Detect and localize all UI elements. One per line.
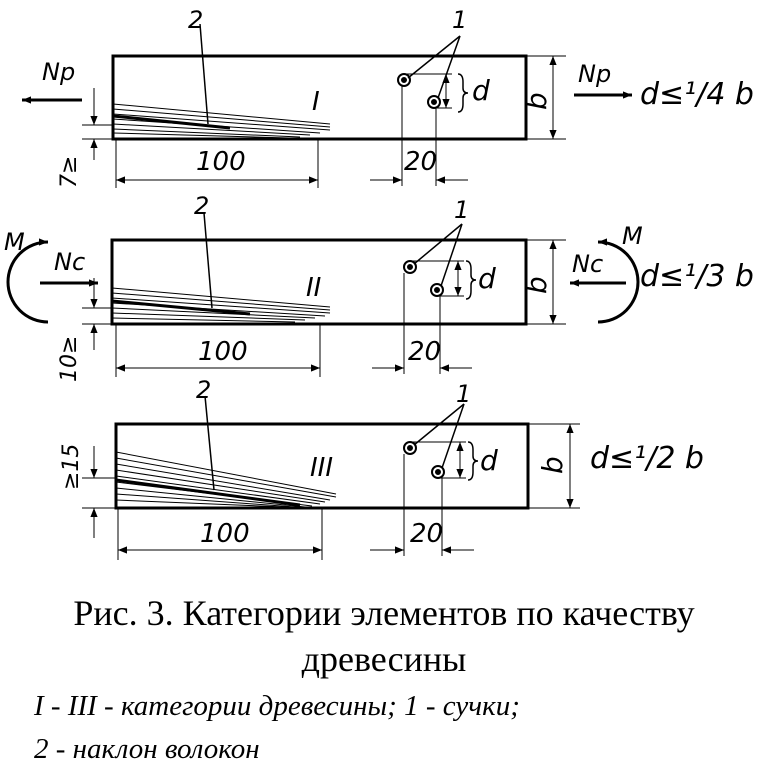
grain-offset-label: 7≥ xyxy=(57,156,82,188)
knot-limit-condition: d≤¹/2 b xyxy=(590,441,704,476)
knot-label: 1 xyxy=(452,6,467,34)
length-dimension-label: 100 xyxy=(196,147,246,177)
force-right-label: Nc xyxy=(572,250,603,278)
moment-left-label: M xyxy=(4,228,25,256)
grain-slope-label: 2 xyxy=(196,376,211,404)
figure-caption-line-2: древесины xyxy=(301,639,467,679)
beam-height-label: b xyxy=(520,276,553,294)
length-dimension-label: 100 xyxy=(198,337,248,367)
beam-outline xyxy=(111,54,528,141)
beam-height-label: b xyxy=(520,92,553,110)
panel-category-3 xyxy=(82,395,580,560)
category-label: I xyxy=(312,87,320,117)
panel-category-2 xyxy=(6,212,640,377)
force-right-label: Np xyxy=(578,60,611,88)
moment-right-arc xyxy=(597,238,640,324)
knot-distance-label: 20 xyxy=(410,519,443,549)
knot-diameter-label: d xyxy=(478,262,496,295)
grain-slope-lines xyxy=(111,287,331,323)
panel-1-labels: I 2 1 100 20 d b 7≥ Np Np d≤¹/4 b xyxy=(42,6,754,188)
knot-diameter-label: d xyxy=(472,74,490,107)
knot-distance-label: 20 xyxy=(408,337,441,367)
legend-line-1: I - III - категории древесины; 1 - сучки… xyxy=(34,690,520,722)
panel-3-labels: III 2 1 100 20 d b ≥15 d≤¹/2 b xyxy=(59,376,704,549)
panel-2-labels: II 2 1 100 20 d b 10≥ Nc Nc M M d≤¹/3 b xyxy=(4,192,754,382)
length-dimension-label: 100 xyxy=(200,519,250,549)
grain-slope-lines xyxy=(112,103,331,139)
knot-limit-condition: d≤¹/4 b xyxy=(640,77,754,112)
moment-left-arc xyxy=(6,238,49,324)
knot-label: 1 xyxy=(454,196,469,224)
beam-outline xyxy=(110,238,528,326)
panel-category-1 xyxy=(22,23,632,188)
category-label: III xyxy=(310,453,333,483)
knot-diameter-label: d xyxy=(480,444,498,477)
force-left-label: Np xyxy=(42,58,75,86)
grain-slope-lines xyxy=(115,451,337,508)
beam-height-label: b xyxy=(536,456,569,474)
knot-limit-condition: d≤¹/3 b xyxy=(640,259,754,294)
grain-slope-label: 2 xyxy=(194,192,209,220)
grain-offset-label: 10≥ xyxy=(57,336,82,382)
knot-label: 1 xyxy=(456,380,471,408)
wood-categories-diagram: I 2 1 100 20 d b 7≥ Np Np d≤¹/4 b II 2 1… xyxy=(4,6,754,560)
category-label: II xyxy=(306,273,321,303)
grain-offset-label: ≥15 xyxy=(59,444,84,490)
figure-caption-line-1: Рис. 3. Категории элементов по качеству xyxy=(73,593,695,633)
knot-distance-label: 20 xyxy=(404,147,437,177)
moment-right-label: M xyxy=(622,222,643,250)
force-left-label: Nc xyxy=(54,248,85,276)
legend-line-2: 2 - наклон волокон xyxy=(34,733,260,765)
grain-slope-label: 2 xyxy=(188,6,203,34)
